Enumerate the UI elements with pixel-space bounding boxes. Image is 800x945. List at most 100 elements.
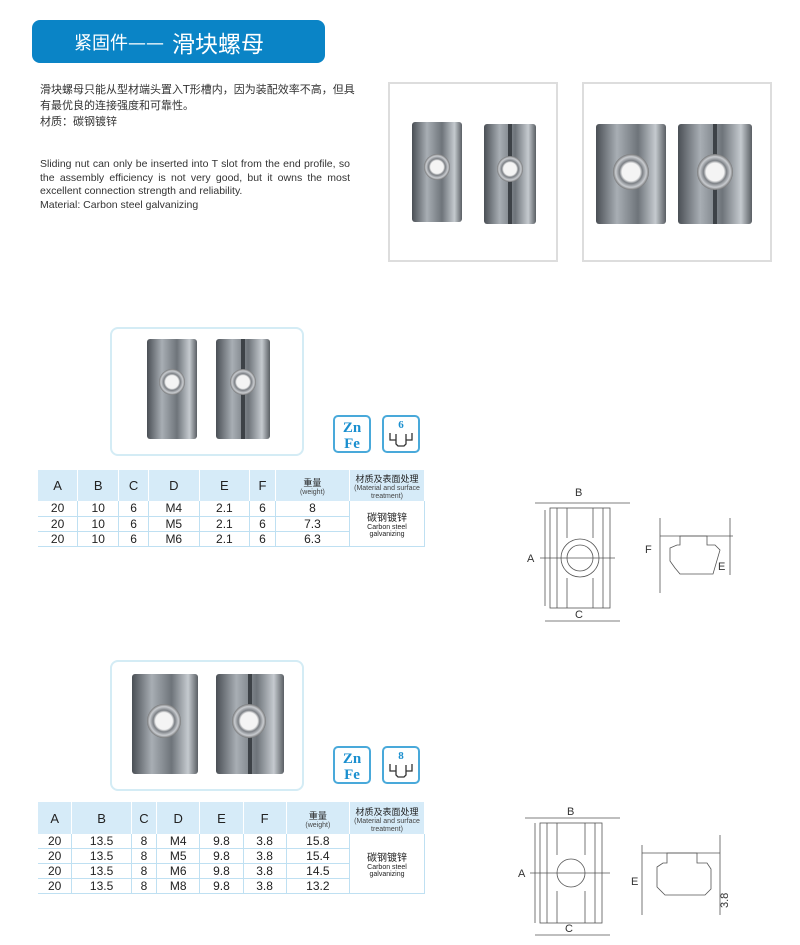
zn-label: Zn [342, 420, 362, 436]
table-cell: 20 [38, 531, 79, 547]
dim-e: E [718, 561, 725, 573]
slot-size-badge: 8 [382, 746, 420, 784]
fe-label: Fe [344, 436, 360, 452]
intro-en: Sliding nut can only be inserted into T … [40, 158, 350, 212]
dim-b: B [575, 487, 582, 499]
col-a: A [38, 802, 73, 834]
cn-description: 滑块螺母只能从型材端头置入T形槽内，因为装配效率不高，但具有最优良的连接强度和可… [40, 83, 355, 112]
col-f: F [249, 470, 276, 501]
table-cell: 20 [38, 501, 79, 517]
col-e: E [199, 470, 251, 501]
table-cell: 9.8 [199, 848, 244, 864]
table-cell: 6 [118, 516, 149, 532]
table-cell: 8 [131, 834, 158, 849]
table-cell: 8 [131, 878, 158, 894]
table-cell: 13.5 [71, 834, 132, 849]
table-cell: 6 [249, 501, 276, 517]
table-cell: 6 [249, 531, 276, 547]
table-cell: 2.1 [199, 501, 251, 517]
table-cell: 10 [77, 531, 120, 547]
col-d: D [148, 470, 200, 501]
dim-a: A [527, 553, 535, 565]
col-material: 材质及表面处理(Material and surface treatment) [349, 802, 425, 834]
table-cell: 10 [77, 501, 120, 517]
table-cell: 2.1 [199, 531, 251, 547]
col-e: E [199, 802, 244, 834]
product-photo [388, 82, 558, 262]
header-category: 紧固件—— [74, 32, 164, 54]
table-cell: 10 [77, 516, 120, 532]
table-cell: M5 [148, 516, 200, 532]
table-cell: 15.4 [286, 848, 351, 864]
en-description: Sliding nut can only be inserted into T … [40, 158, 350, 197]
table-cell: 13.5 [71, 863, 132, 879]
col-c: C [131, 802, 158, 834]
dim-e: E [631, 876, 638, 888]
col-c: C [118, 470, 149, 501]
table-cell: M6 [148, 531, 200, 547]
product-photo [582, 82, 772, 262]
slot-size: 8 [398, 750, 404, 762]
table-cell: 3.8 [243, 834, 287, 849]
table-cell: 6 [249, 516, 276, 532]
table-cell: 9.8 [199, 863, 244, 879]
dim-f: 3.8 [719, 893, 731, 908]
dimension-drawing-6: B A C F E [527, 487, 733, 622]
dim-f: F [645, 544, 652, 556]
cn-material: 材质：碳钢镀锌 [40, 115, 117, 128]
table-cell: 3.8 [243, 848, 287, 864]
col-a: A [38, 470, 79, 501]
table-cell: 20 [38, 516, 79, 532]
table-cell: 13.2 [286, 878, 351, 894]
col-b: B [77, 470, 120, 501]
table-cell: 13.5 [71, 848, 132, 864]
table-cell: 8 [131, 848, 158, 864]
table-cell: 2.1 [199, 516, 251, 532]
intro-cn: 滑块螺母只能从型材端头置入T形槽内，因为装配效率不高，但具有最优良的连接强度和可… [40, 82, 360, 130]
dim-a: A [518, 868, 526, 880]
table-cell: M8 [156, 878, 201, 894]
table-cell: 7.3 [275, 516, 351, 532]
table-cell: 9.8 [199, 834, 244, 849]
product-photo-6 [110, 327, 304, 456]
table-cell: 3.8 [243, 878, 287, 894]
slot-size: 6 [398, 419, 404, 431]
dim-c: C [575, 609, 583, 621]
table-cell: 3.8 [243, 863, 287, 879]
table-cell: 20 [38, 848, 73, 864]
t-slot-icon [389, 764, 413, 778]
col-b: B [71, 802, 132, 834]
zn-label: Zn [342, 751, 362, 767]
table-cell: 9.8 [199, 878, 244, 894]
dimension-drawing-8: B A C E 3.8 [518, 806, 731, 936]
table-cell: M4 [156, 834, 201, 849]
table-cell: 13.5 [71, 878, 132, 894]
col-d: D [156, 802, 201, 834]
table-cell: 6 [118, 531, 149, 547]
table-cell: 20 [38, 834, 73, 849]
table-cell: 14.5 [286, 863, 351, 879]
table-cell: 6 [118, 501, 149, 517]
t-slot-icon [389, 433, 413, 447]
table-cell: 6.3 [275, 531, 351, 547]
table-cell: M5 [156, 848, 201, 864]
table-cell: 8 [131, 863, 158, 879]
header-title: 滑块螺母 [172, 31, 264, 58]
dim-b: B [567, 806, 574, 818]
table-cell: 20 [38, 878, 73, 894]
fe-label: Fe [344, 767, 360, 783]
col-material: 材质及表面处理(Material and surface treatment) [349, 470, 425, 501]
table-cell: 8 [275, 501, 351, 517]
table-cell: 20 [38, 863, 73, 879]
table-cell: M4 [148, 501, 200, 517]
